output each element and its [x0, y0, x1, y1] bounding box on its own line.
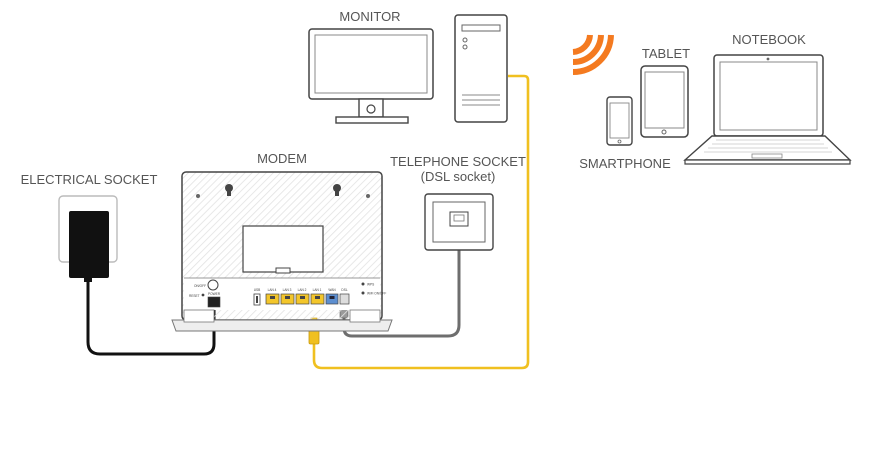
lan-port-4[interactable]	[265, 293, 280, 305]
lan-2-label: LAN 2	[298, 288, 307, 292]
power-toggle-button[interactable]	[207, 279, 219, 291]
reset-button[interactable]	[201, 293, 205, 297]
wps-button[interactable]	[361, 282, 365, 286]
lan-3-label: LAN 3	[283, 288, 292, 292]
dsl-socket-label: (DSL socket)	[421, 169, 496, 184]
dsl-port[interactable]	[339, 293, 350, 305]
power-cable	[86, 278, 216, 356]
smartphone-label: SMARTPHONE	[579, 156, 671, 171]
monitor-label: MONITOR	[339, 9, 400, 24]
modem-label: MODEM	[257, 151, 307, 166]
wifi-signal-icon	[572, 34, 614, 75]
dsl-label: DSL	[341, 288, 347, 292]
lan-1-label: LAN 1	[313, 288, 322, 292]
tablet-label: TABLET	[642, 46, 690, 61]
lan-port-2[interactable]	[295, 293, 310, 305]
tablet-device	[640, 65, 689, 138]
usb-port[interactable]	[253, 293, 261, 306]
lan-4-label: LAN 4	[268, 288, 277, 292]
lan-port-3[interactable]	[280, 293, 295, 305]
wifi-on-off-label: WiFi ON/OFF	[367, 292, 386, 296]
pc-tower-device	[454, 14, 508, 123]
wan-label: WAN	[328, 288, 336, 292]
notebook-device	[683, 54, 852, 165]
telephone-socket-label: TELEPHONE SOCKET	[390, 154, 526, 169]
wifi-toggle-button[interactable]	[361, 291, 365, 295]
modem-device	[171, 171, 393, 332]
ethernet-cable	[312, 74, 530, 370]
reset-label: RESET	[189, 294, 200, 298]
notebook-label: NOTEBOOK	[732, 32, 806, 47]
monitor-device	[308, 28, 434, 124]
smartphone-device	[606, 96, 633, 146]
lan-port-1[interactable]	[310, 293, 325, 305]
power-port-label: POWER	[208, 292, 221, 296]
on-off-label: ON/OFF	[194, 284, 206, 288]
electrical-socket-label: ELECTRICAL SOCKET	[21, 172, 158, 187]
usb-port-label: USB	[254, 288, 261, 292]
power-port[interactable]	[207, 296, 221, 308]
electrical-socket-device	[58, 195, 118, 282]
wps-label: WPS	[367, 283, 374, 287]
wan-port[interactable]	[325, 293, 339, 305]
telephone-socket-device	[424, 193, 494, 251]
